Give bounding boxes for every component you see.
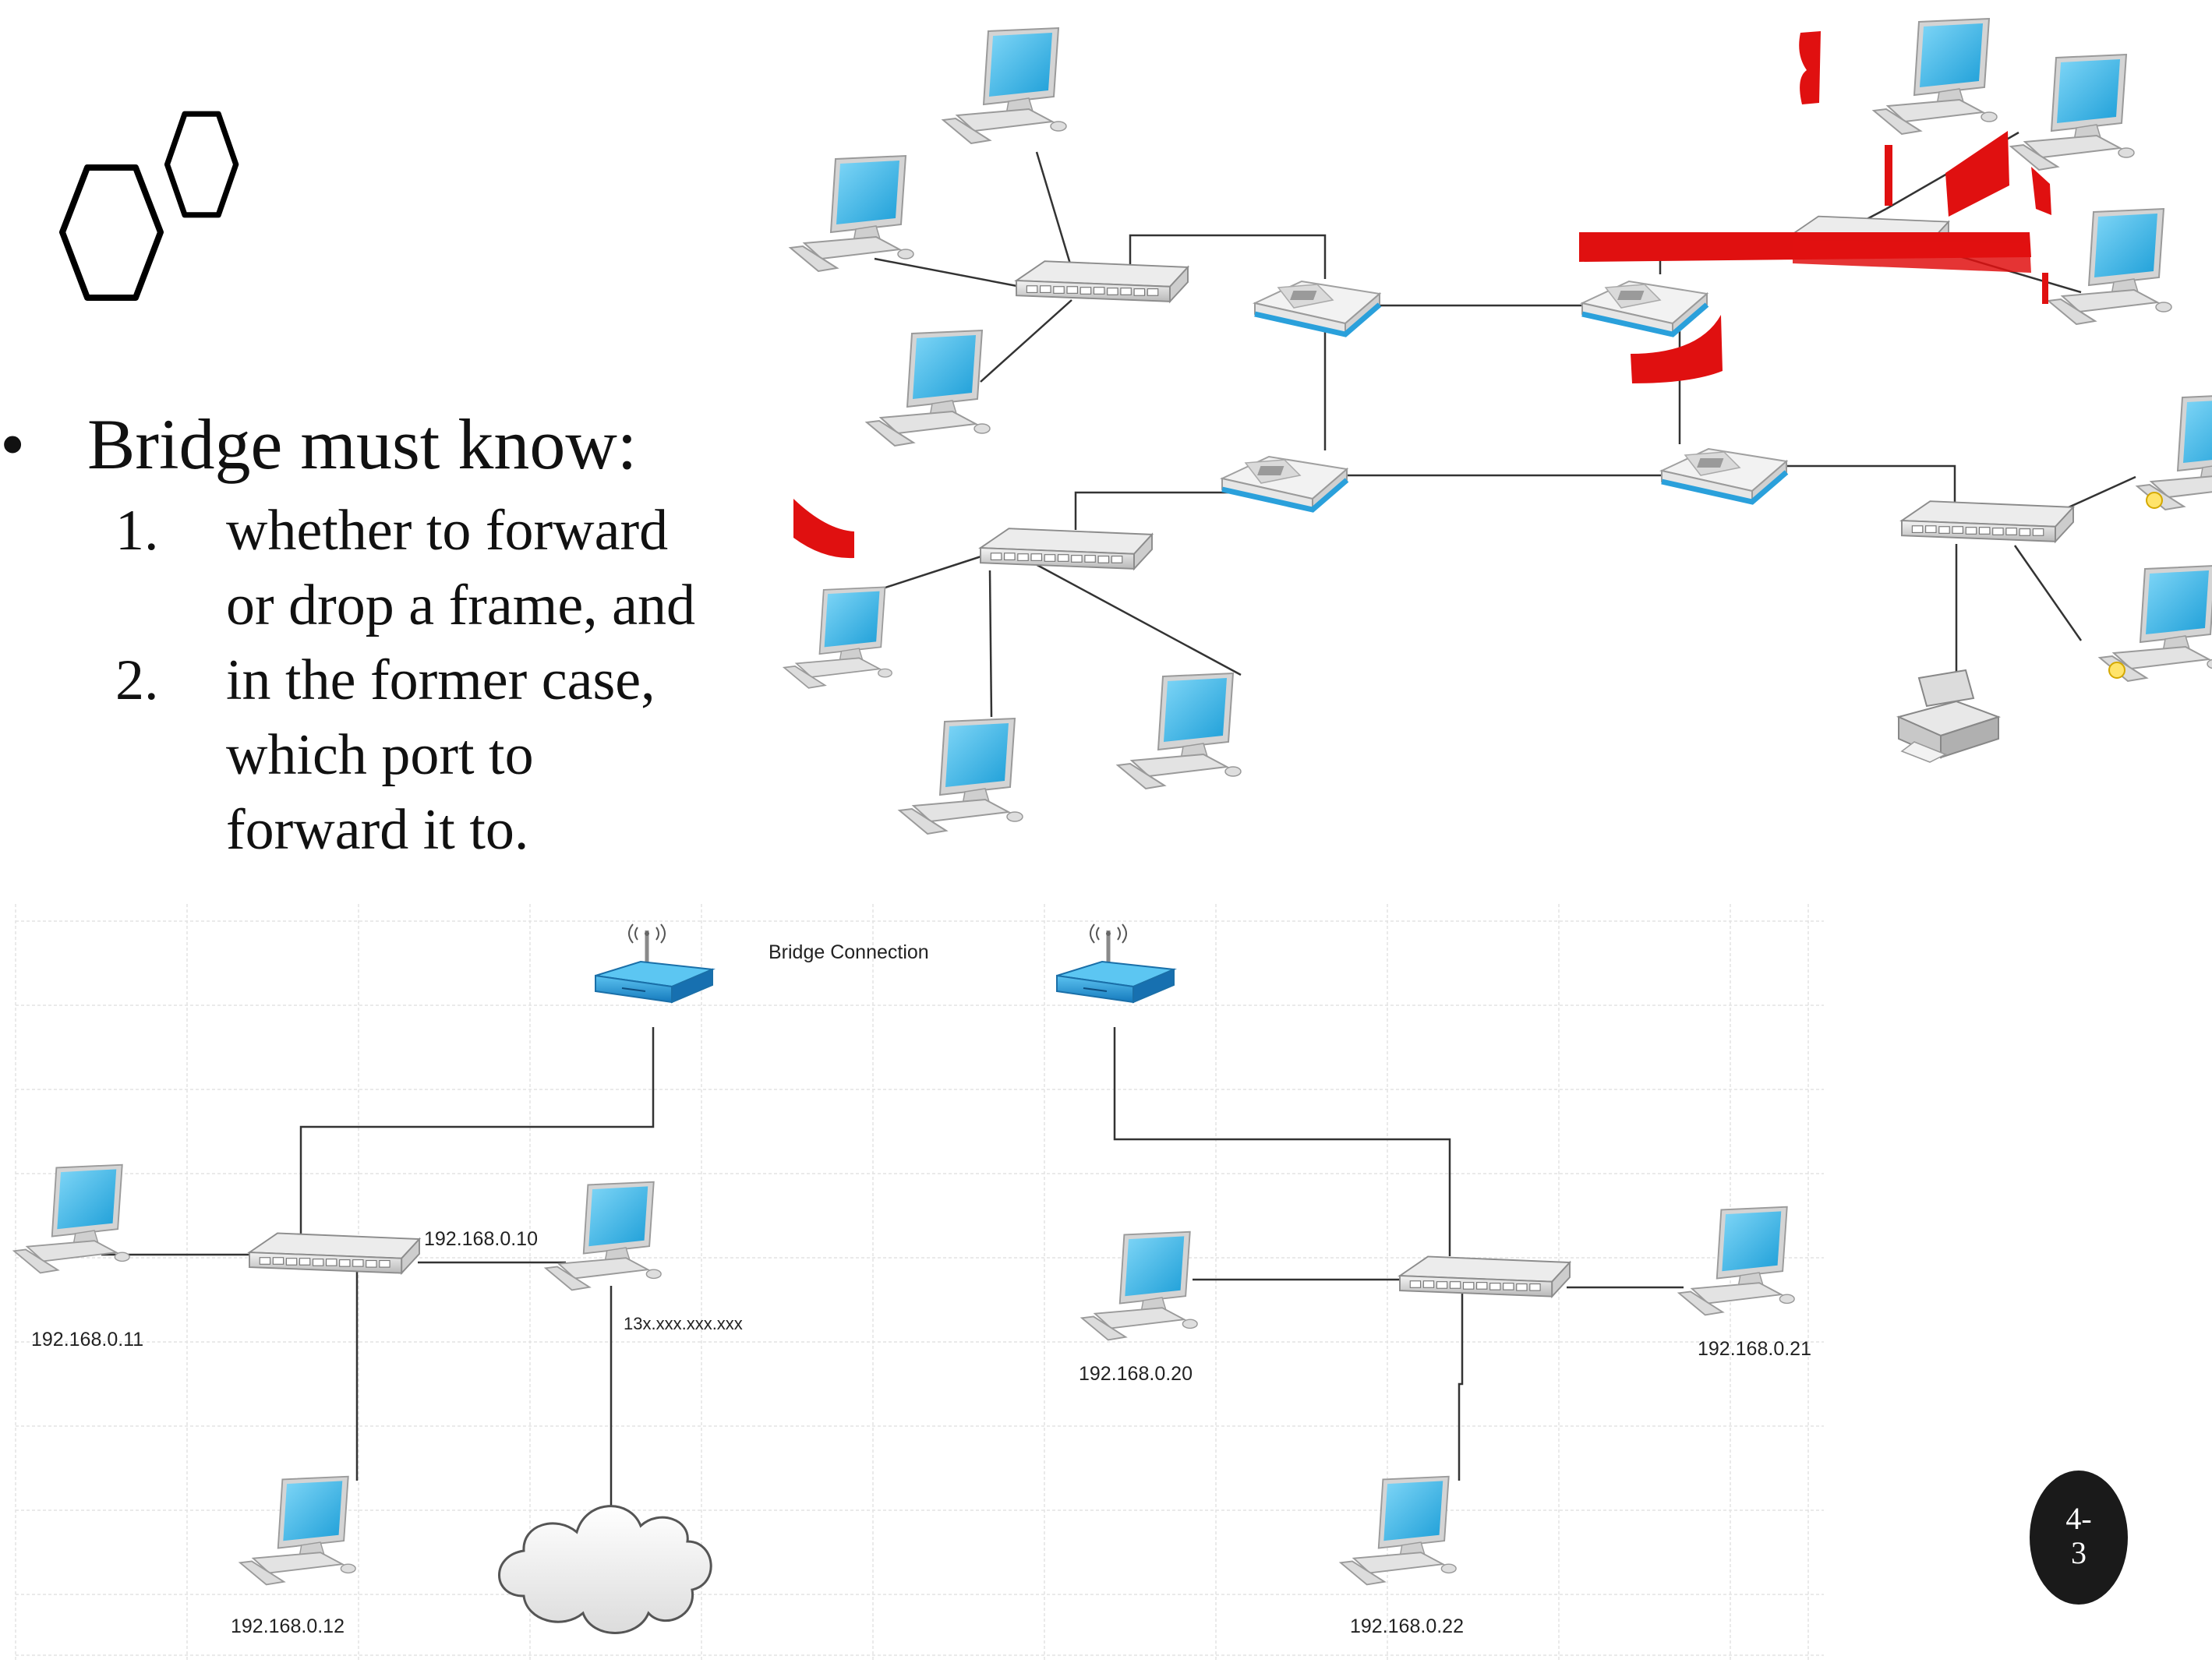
printer-icon	[1898, 669, 1999, 763]
computer-icon	[1340, 1475, 1458, 1586]
ip-label: 192.168.0.22	[1350, 1615, 1464, 1637]
switch-icon	[1901, 500, 2074, 542]
ip-label: 192.168.0.20	[1079, 1363, 1193, 1385]
computer-icon	[790, 155, 914, 272]
list-item-text: or drop a frame, and	[226, 574, 696, 637]
bridge-connection-label: Bridge Connection	[769, 941, 929, 963]
switch-icon	[1016, 260, 1189, 302]
computer-icon	[2048, 208, 2172, 325]
ip-label: 13x.xxx.xxx.xxx	[624, 1314, 743, 1333]
bullet-heading: • Bridge must know:	[0, 401, 779, 487]
page-number-line: 3	[2071, 1535, 2087, 1570]
bullet-marker: •	[0, 404, 26, 484]
router-icon	[1222, 457, 1347, 510]
page-number-line: 4-	[2065, 1501, 2092, 1536]
computer-icon	[2010, 54, 2135, 171]
heading-text: Bridge must know:	[87, 404, 638, 484]
list-item-text: in the former case,	[226, 648, 655, 712]
list-item-text: which port to	[226, 723, 534, 787]
computer-icon	[783, 586, 893, 689]
computer-icon	[1081, 1230, 1199, 1341]
red-annotation-marks	[793, 31, 2051, 559]
computer-icon	[545, 1181, 663, 1291]
computer-icon	[1873, 18, 1998, 135]
computer-icon	[1678, 1206, 1796, 1316]
switch-icon	[249, 1232, 420, 1274]
bottom-network-diagram: Bridge Connection 192.168.0.10 192.168.0…	[13, 904, 1824, 1660]
computer-icon	[2136, 394, 2212, 510]
list-item-text: forward it to.	[226, 798, 529, 862]
ip-label: 192.168.0.10	[424, 1228, 538, 1250]
list-item-number: 1.	[115, 499, 159, 563]
hexagon-logo-icon	[59, 111, 239, 301]
computer-icon	[13, 1163, 131, 1274]
router-icon	[1582, 281, 1707, 334]
page-number-badge: 4- 3	[2030, 1471, 2128, 1605]
router-icon	[1255, 281, 1380, 334]
computer-icon	[866, 330, 991, 447]
cloud-icon	[498, 1505, 712, 1634]
list-item-number: 2.	[115, 648, 159, 712]
top-network-diagram	[783, 18, 2212, 835]
ip-label: 192.168.0.12	[231, 1615, 345, 1637]
computer-icon	[1117, 673, 1242, 789]
ip-label: 192.168.0.11	[31, 1329, 143, 1351]
switch-icon	[1399, 1255, 1571, 1298]
computer-icon	[942, 27, 1067, 144]
computer-icon	[239, 1475, 357, 1586]
wireless-router-icon	[595, 924, 712, 1002]
computer-icon	[899, 718, 1023, 835]
switch-icon	[980, 528, 1153, 570]
ip-label: 192.168.0.21	[1698, 1338, 1811, 1360]
router-icon	[1662, 449, 1786, 502]
wireless-router-icon	[1057, 924, 1174, 1002]
list-item-text: whether to forward	[226, 499, 669, 563]
